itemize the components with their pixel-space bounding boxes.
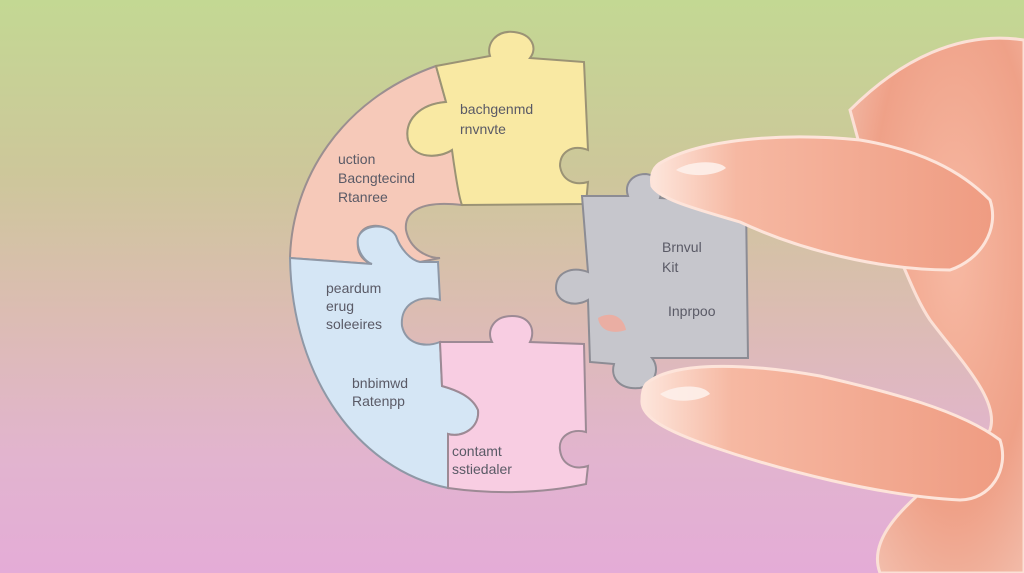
fingernail	[676, 162, 726, 176]
blue-label-2: erug	[326, 298, 354, 314]
peach-label-1: uction	[338, 151, 375, 167]
pink-puzzle-piece	[438, 314, 590, 494]
pink-label-1: contamt	[452, 443, 502, 459]
grey-label-1: Brnvul	[662, 239, 702, 255]
yellow-label-2: rnvnvte	[460, 121, 506, 137]
blue-label-5: Ratenpp	[352, 393, 405, 409]
yellow-label-1: bachgenmd	[460, 101, 533, 117]
grey-label-2: Kit	[662, 259, 678, 275]
thumb	[640, 364, 1005, 502]
blue-puzzle-piece	[288, 225, 480, 490]
blue-label-3: soleeires	[326, 316, 382, 332]
blue-label-1: peardum	[326, 280, 381, 296]
blue-label-4: bnbimwd	[352, 375, 408, 391]
peach-label-2: Bacngtecind	[338, 170, 415, 186]
peach-label-3: Rtanree	[338, 189, 388, 205]
thumbnail	[660, 386, 710, 401]
grey-label-3: Inprpoo	[668, 303, 716, 319]
grey-puzzle-piece	[554, 172, 750, 390]
index-finger	[650, 135, 995, 272]
pink-label-2: sstiedaler	[452, 461, 512, 477]
yellow-puzzle-piece	[406, 30, 590, 207]
shadow-mark	[598, 314, 626, 332]
